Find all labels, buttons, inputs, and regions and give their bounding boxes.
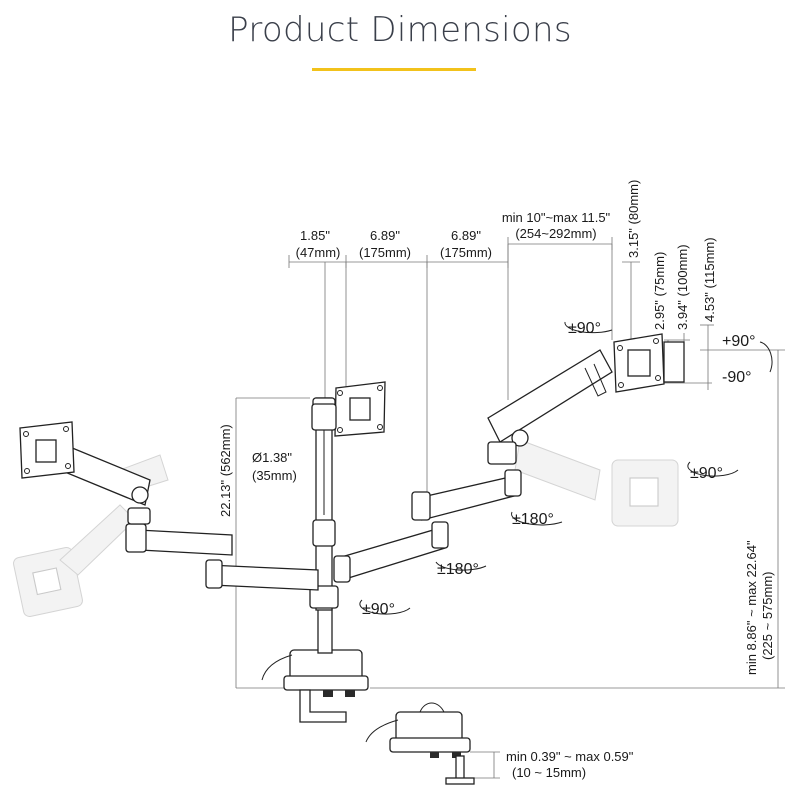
- extension-in: min 10"~max 11.5": [502, 210, 611, 225]
- tilt-up-label: +90°: [722, 333, 756, 350]
- left-arm: [19, 421, 319, 591]
- base-rotation-label: ±90°: [362, 601, 395, 618]
- arm1-mm: (175mm): [359, 245, 411, 260]
- pole-diameter-mm: (35mm): [252, 468, 297, 483]
- swivel-upper-label: ±180°: [512, 511, 554, 528]
- height-range-mm: (225 ~ 575mm): [760, 571, 775, 660]
- clamp-range-in: min 0.39" ~ max 0.59": [506, 749, 634, 764]
- dimension-lines: [235, 237, 785, 779]
- extension-mm: (254~292mm): [515, 226, 596, 241]
- monitor-plate-center: [311, 381, 386, 437]
- right-arm: [333, 333, 685, 583]
- pole-height: 22.13" (562mm): [218, 424, 233, 517]
- rotation-arrows: [359, 321, 773, 615]
- vesa-100: 3.94" (100mm): [675, 244, 690, 330]
- swivel-lower-label: ±180°: [437, 561, 479, 578]
- height-range-in: min 8.86" ~ max 22.64": [744, 540, 759, 675]
- desk-clamp-main: [261, 604, 369, 723]
- dimension-labels: 1.85" (47mm) 6.89" (175mm) 6.89" (175mm)…: [218, 180, 775, 780]
- title-underline: [312, 68, 476, 71]
- pole-diameter-in: Ø1.38": [252, 450, 292, 465]
- tilt-down-label: -90°: [722, 369, 752, 386]
- tilt-top-label: ±90°: [568, 320, 601, 337]
- arm2-mm: (175mm): [440, 245, 492, 260]
- center-pole: [309, 397, 339, 611]
- desk-clamp-detail: [365, 702, 475, 785]
- plate-offset: 3.15" (80mm): [626, 180, 641, 258]
- pole-offset-in: 1.85": [300, 228, 330, 243]
- pole-offset-mm: (47mm): [296, 245, 341, 260]
- vesa-75: 2.95" (75mm): [652, 252, 667, 330]
- arm2-in: 6.89": [451, 228, 481, 243]
- tilt-right-label: ±90°: [690, 465, 723, 482]
- clamp-range-mm: (10 ~ 15mm): [512, 765, 586, 780]
- plate-115: 4.53" (115mm): [702, 237, 717, 322]
- page-title: Product Dimensions: [228, 10, 572, 50]
- arm1-in: 6.89": [370, 228, 400, 243]
